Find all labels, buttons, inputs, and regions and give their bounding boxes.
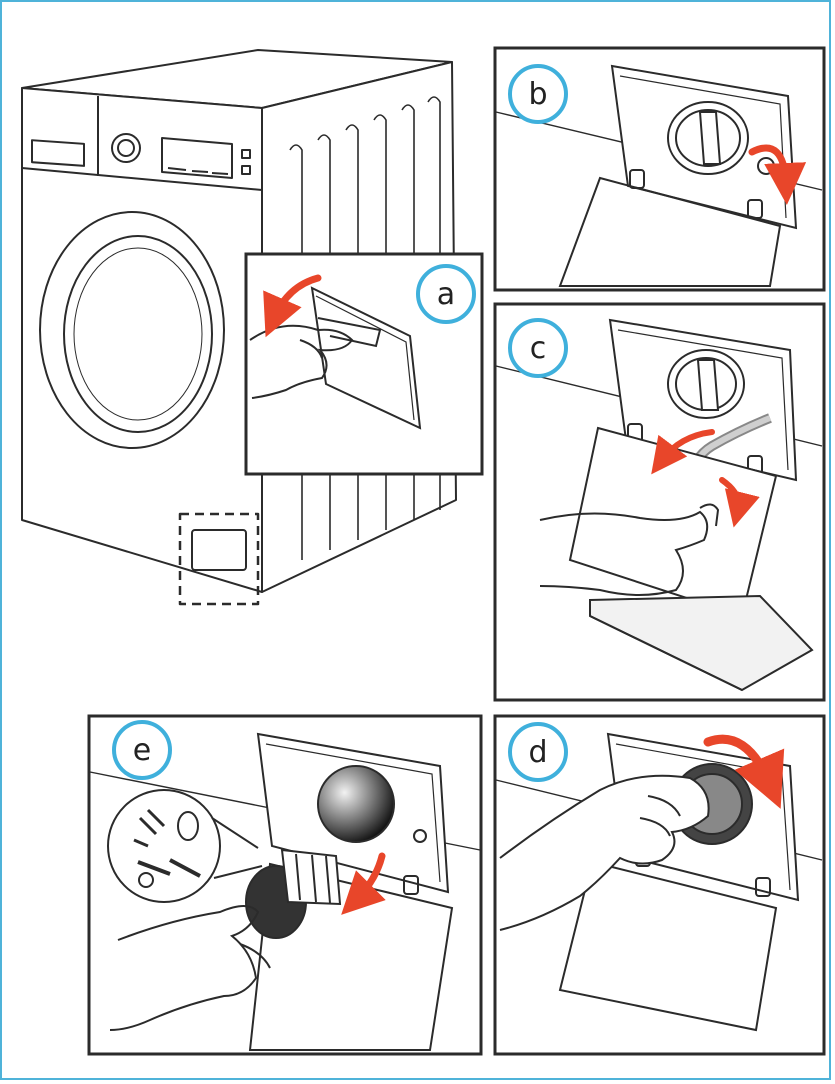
step-d-badge: d bbox=[508, 722, 568, 782]
step-d-label: d bbox=[528, 735, 547, 770]
step-c-badge: c bbox=[508, 318, 568, 378]
step-e-panel: e bbox=[87, 714, 483, 1056]
step-e-label: e bbox=[133, 733, 151, 768]
step-c-panel: c bbox=[493, 302, 826, 702]
step-a-badge: a bbox=[416, 264, 476, 324]
step-a-label: a bbox=[437, 277, 455, 312]
step-e-badge: e bbox=[112, 720, 172, 780]
step-a-panel: a bbox=[244, 252, 484, 476]
step-b-badge: b bbox=[508, 64, 568, 124]
step-d-panel: d bbox=[493, 714, 826, 1056]
step-b-label: b bbox=[528, 77, 547, 112]
step-c-label: c bbox=[530, 331, 547, 366]
step-b-panel: b bbox=[493, 46, 826, 292]
